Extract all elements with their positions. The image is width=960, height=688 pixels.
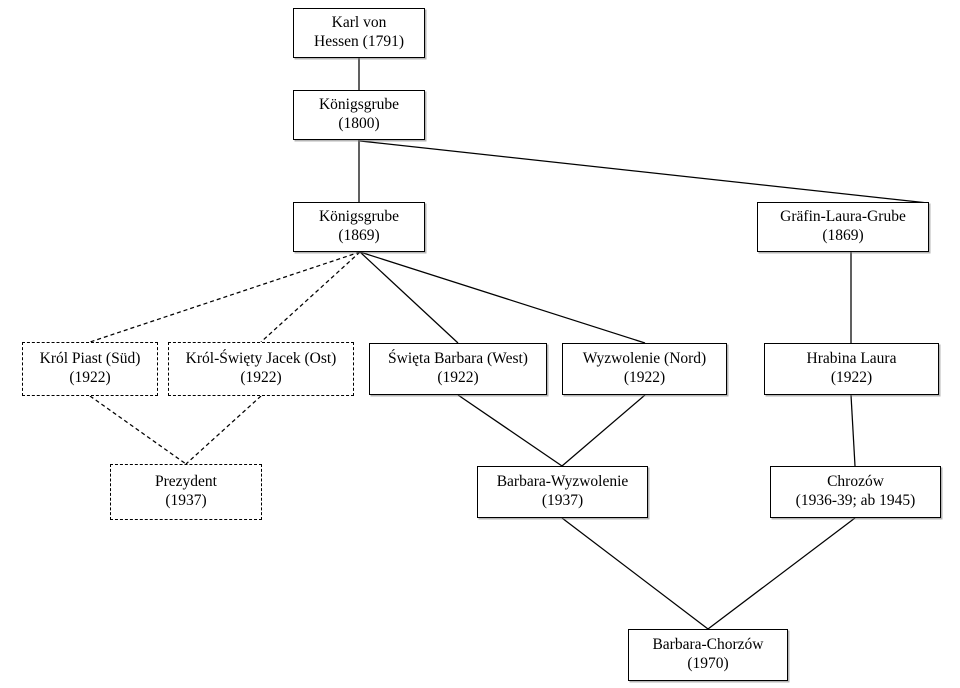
node-label-secondary: Hessen (1791) — [314, 33, 404, 50]
node-label-primary: Karl von — [331, 14, 387, 32]
node-hrabina-laura-1922[interactable]: Hrabina Laura(1922) — [764, 343, 939, 395]
node-label-primary: Barbara-Wyzwolenie — [496, 473, 629, 491]
edge-barbarawyzwolenie-to-barbarachorzow — [561, 517, 709, 630]
node-koenigsgrube-1800[interactable]: Königsgrube(1800) — [293, 90, 425, 140]
node-label-primary: Königsgrube — [318, 96, 400, 114]
edge-koenigsgrube1869-to-krolpiast — [89, 251, 361, 343]
node-label-secondary: (1970) — [687, 655, 729, 672]
edge-hrabinalaura-to-chrozow — [850, 394, 856, 467]
node-label-secondary: (1922) — [437, 369, 479, 386]
node-label-primary: Święta Barbara (West) — [388, 350, 528, 368]
node-chrozow-1936-45[interactable]: Chrozów(1936-39; ab 1945) — [770, 466, 941, 518]
edge-krolswietyjacek-to-prezydent — [185, 395, 262, 465]
node-label-secondary: (1937) — [165, 492, 207, 509]
edge-koenigsgrube1869-to-krolswietyjacek — [260, 251, 361, 343]
node-label-secondary: (1869) — [338, 227, 380, 244]
node-graefin-laura-grube-1869[interactable]: Gräfin-Laura-Grube(1869) — [757, 202, 929, 252]
node-label-secondary: (1922) — [69, 369, 111, 386]
node-swieta-barbara-west-1922[interactable]: Święta Barbara (West)(1922) — [369, 343, 547, 395]
node-label-primary: Barbara-Chorzów — [652, 636, 764, 654]
node-label-primary: Wyzwolenie (Nord) — [582, 350, 707, 368]
node-label-secondary: (1869) — [822, 227, 864, 244]
node-label-primary: Hrabina Laura — [806, 350, 897, 368]
edge-wyzwolenie-to-barbarawyzwolenie — [561, 394, 646, 467]
node-label-secondary: (1922) — [240, 369, 282, 386]
node-label-secondary: (1936-39; ab 1945) — [795, 492, 916, 509]
node-wyzwolenie-nord-1922[interactable]: Wyzwolenie (Nord)(1922) — [562, 343, 727, 395]
node-label-primary: Król Piast (Süd) — [39, 350, 141, 368]
edge-koenigsgrube1800-to-graefinlaura — [359, 140, 929, 204]
node-label-secondary: (1800) — [338, 115, 380, 132]
node-koenigsgrube-1869[interactable]: Königsgrube(1869) — [293, 202, 425, 252]
node-prezydent-1937[interactable]: Prezydent(1937) — [110, 464, 262, 520]
node-label-primary: Gräfin-Laura-Grube — [780, 208, 906, 226]
node-krol-piast-sued-1922[interactable]: Król Piast (Süd)(1922) — [22, 342, 158, 396]
edge-swietabarbara-to-barbarawyzwolenie — [457, 394, 563, 467]
node-label-secondary: (1922) — [623, 369, 666, 386]
node-label-primary: Prezydent — [155, 473, 217, 491]
node-label-primary: Król-Święty Jacek (Ost) — [185, 350, 337, 368]
node-barbara-chorzow-1970[interactable]: Barbara-Chorzów(1970) — [628, 629, 788, 681]
node-label-secondary: (1937) — [541, 492, 584, 509]
node-label-primary: Chrozów — [827, 473, 884, 491]
edge-koenigsgrube1869-to-wyzwolenie — [359, 251, 646, 344]
node-barbara-wyzwolenie-1937[interactable]: Barbara-Wyzwolenie(1937) — [477, 466, 648, 518]
edge-chrozow-to-barbarachorzow — [707, 517, 856, 630]
node-label-primary: Königsgrube — [318, 208, 400, 226]
edge-koenigsgrube1869-to-swietabarbara — [359, 251, 459, 344]
edge-krolpiast-to-prezydent — [89, 395, 187, 465]
node-label-secondary: (1922) — [830, 369, 873, 386]
node-krol-swiety-jacek-ost-1922[interactable]: Król-Święty Jacek (Ost)(1922) — [168, 342, 354, 396]
